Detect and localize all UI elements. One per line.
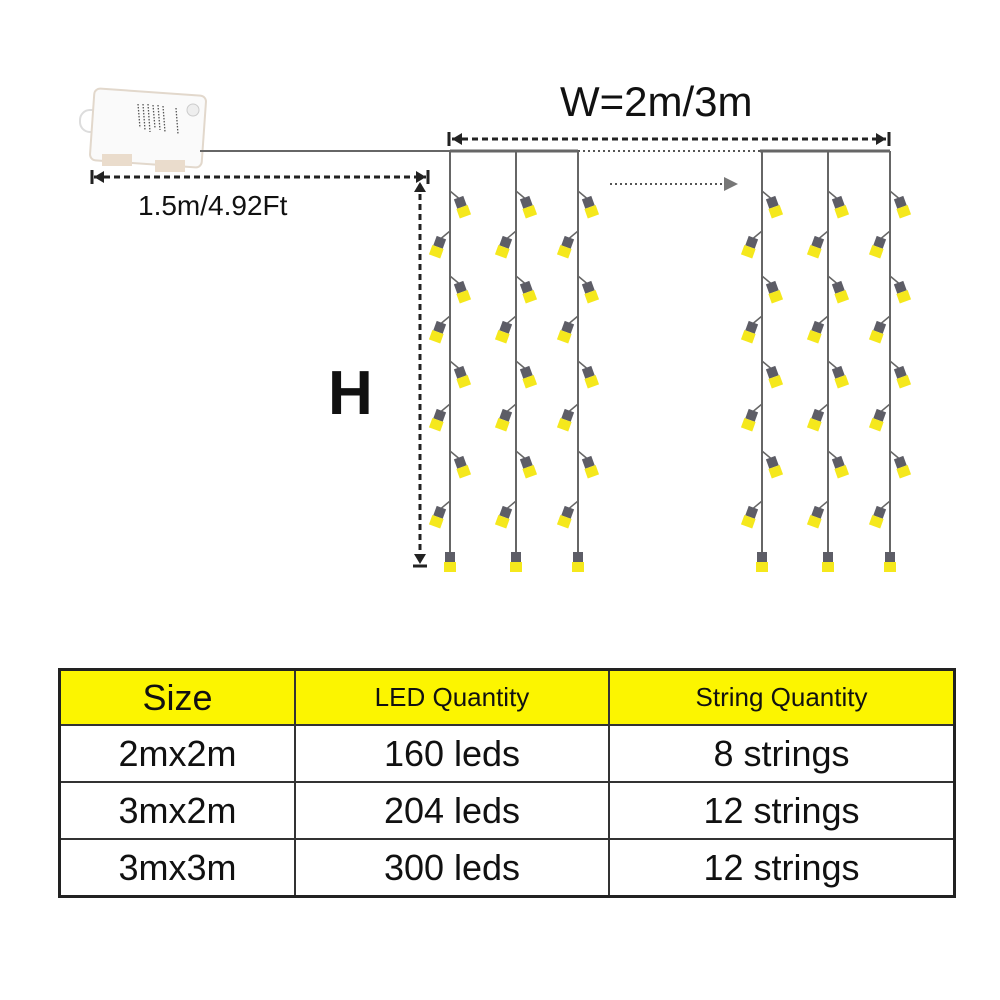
led-bulb: [444, 552, 456, 572]
led-bulb: [765, 280, 784, 304]
led-bulb: [494, 320, 513, 344]
specification-table: Size LED Quantity String Quantity 2mx2m …: [58, 668, 956, 898]
width-arrow: [447, 132, 891, 146]
cell-size: 3mx2m: [58, 781, 296, 840]
continuation-arrow: [610, 177, 738, 191]
led-bulb: [740, 320, 759, 344]
led-bulb: [519, 195, 538, 219]
led-bulb: [831, 195, 850, 219]
led-bulb: [765, 455, 784, 479]
led-bulb: [806, 505, 825, 529]
led-bulb: [556, 235, 575, 259]
led-bulb: [868, 505, 887, 529]
led-bulb: [831, 280, 850, 304]
cell-string-quantity: 12 strings: [608, 838, 956, 898]
curtain-light-diagram: [79, 87, 912, 572]
led-bulb: [740, 235, 759, 259]
led-bulb: [453, 195, 472, 219]
led-bulb: [765, 195, 784, 219]
cell-size: 3mx3m: [58, 838, 296, 898]
led-bulb: [893, 455, 912, 479]
led-bulb: [556, 320, 575, 344]
cell-led-quantity: 300 leds: [294, 838, 610, 898]
led-bulb: [893, 280, 912, 304]
led-bulb: [831, 455, 850, 479]
led-bulb: [556, 505, 575, 529]
header-led-quantity: LED Quantity: [294, 668, 610, 726]
led-bulb: [494, 505, 513, 529]
cell-string-quantity: 8 strings: [608, 724, 956, 783]
header-string-quantity: String Quantity: [608, 668, 956, 726]
led-bulb: [893, 195, 912, 219]
led-bulb: [453, 365, 472, 389]
led-bulb: [868, 235, 887, 259]
cell-led-quantity: 160 leds: [294, 724, 610, 783]
led-bulb: [428, 235, 447, 259]
led-bulb: [884, 552, 896, 572]
led-bulb: [740, 408, 759, 432]
led-bulb: [572, 552, 584, 572]
led-bulb: [806, 320, 825, 344]
controller-box: [79, 87, 207, 172]
led-bulb: [428, 408, 447, 432]
led-bulb: [868, 408, 887, 432]
led-bulb: [806, 408, 825, 432]
led-bulb: [581, 455, 600, 479]
led-bulb: [519, 455, 538, 479]
led-bulb: [822, 552, 834, 572]
led-bulb: [893, 365, 912, 389]
led-bulb: [519, 280, 538, 304]
cell-size: 2mx2m: [58, 724, 296, 783]
led-bulb: [494, 235, 513, 259]
led-bulb: [581, 195, 600, 219]
cable-length-label: 1.5m/4.92Ft: [138, 190, 288, 221]
led-bulb: [494, 408, 513, 432]
table-row: 3mx3m 300 leds 12 strings: [58, 838, 956, 898]
light-strings: [428, 149, 912, 572]
led-bulb: [453, 280, 472, 304]
led-bulb: [510, 552, 522, 572]
table-row: 3mx2m 204 leds 12 strings: [58, 781, 956, 840]
cell-led-quantity: 204 leds: [294, 781, 610, 840]
led-bulb: [831, 365, 850, 389]
cell-string-quantity: 12 strings: [608, 781, 956, 840]
led-bulb: [740, 505, 759, 529]
table-row: 2mx2m 160 leds 8 strings: [58, 724, 956, 783]
led-bulb: [519, 365, 538, 389]
led-bulb: [428, 320, 447, 344]
table-header-row: Size LED Quantity String Quantity: [58, 668, 956, 726]
led-bulb: [765, 365, 784, 389]
led-bulb: [806, 235, 825, 259]
led-bulb: [581, 365, 600, 389]
cable-length-arrow: [90, 170, 430, 184]
width-label: W=2m/3m: [560, 78, 753, 125]
led-bulb: [556, 408, 575, 432]
height-label: H: [328, 359, 373, 428]
led-bulb: [453, 455, 472, 479]
led-bulb: [868, 320, 887, 344]
header-size: Size: [58, 668, 296, 726]
led-bulb: [428, 505, 447, 529]
height-arrow: [413, 182, 427, 568]
led-bulb: [581, 280, 600, 304]
led-bulb: [756, 552, 768, 572]
